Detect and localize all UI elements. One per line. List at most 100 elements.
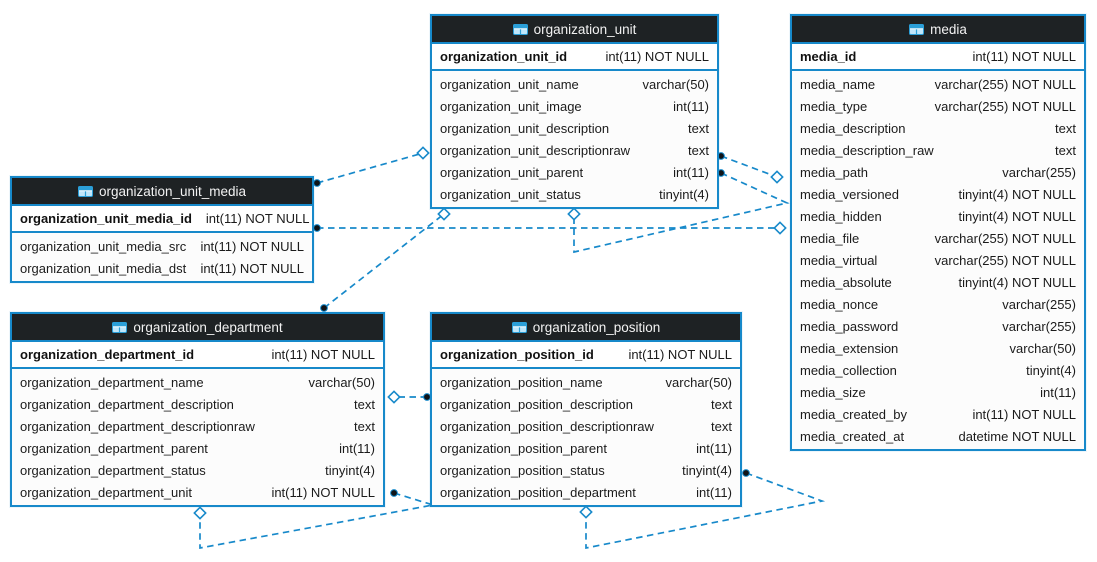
column-row[interactable]: media_versioned tinyint(4) NOT NULL: [792, 183, 1084, 205]
pk-row[interactable]: organization_department_id int(11) NOT N…: [12, 342, 383, 369]
pk-column-type: int(11) NOT NULL: [628, 347, 732, 362]
table-header[interactable]: organization_unit_media: [12, 178, 312, 206]
column-type: varchar(255) NOT NULL: [934, 252, 1076, 268]
column-row[interactable]: organization_unit_name varchar(50): [432, 73, 717, 95]
table-organization_position[interactable]: organization_position organization_posit…: [430, 312, 742, 507]
column-name: media_description_raw: [800, 142, 934, 158]
column-name: media_password: [800, 318, 899, 334]
column-row[interactable]: organization_unit_media_src int(11) NOT N…: [12, 235, 312, 257]
column-type: int(11) NOT NULL: [200, 238, 304, 254]
column-type: text: [711, 396, 732, 412]
rel-organization-unit-to-media[interactable]: [720, 155, 778, 178]
column-name: organization_unit_name: [440, 76, 579, 92]
column-type: text: [354, 418, 375, 434]
column-type: varchar(255) NOT NULL: [934, 76, 1076, 92]
column-name: organization_position_descriptionraw: [440, 418, 654, 434]
rel-organization-unit-self-parent[interactable]: [573, 172, 790, 254]
column-name: media_type: [800, 98, 868, 114]
column-type: varchar(50): [1009, 340, 1076, 356]
table-header[interactable]: media: [792, 16, 1084, 44]
rel-department-to-organization-unit[interactable]: [323, 213, 445, 309]
table-title: organization_unit_media: [98, 183, 247, 199]
column-type: text: [1055, 120, 1076, 136]
table-icon: [511, 321, 527, 333]
column-name: media_versioned: [800, 186, 900, 202]
pk-column-name: media_id: [800, 49, 857, 64]
rel-department-self-parent[interactable]: [199, 492, 434, 550]
column-name: organization_unit_image: [440, 98, 582, 114]
column-name: organization_unit_parent: [440, 164, 584, 180]
pk-column-type: int(11) NOT NULL: [271, 347, 375, 362]
column-name: organization_unit_media_src: [20, 238, 187, 254]
column-name: media_created_at: [800, 428, 905, 444]
table-media[interactable]: media media_id int(11) NOT NULL media_na…: [790, 14, 1086, 451]
pk-row[interactable]: organization_position_id int(11) NOT NUL…: [432, 342, 740, 369]
column-name: organization_unit_status: [440, 186, 581, 202]
column-type: tinyint(4) NOT NULL: [958, 274, 1076, 290]
table-header[interactable]: organization_position: [432, 314, 740, 342]
column-type: tinyint(4): [682, 462, 732, 478]
column-name: organization_position_status: [440, 462, 605, 478]
table-organization_unit[interactable]: organization_unit organization_unit_id i…: [430, 14, 719, 209]
table-title: organization_unit: [533, 21, 637, 37]
column-name: organization_department_description: [20, 396, 234, 412]
pk-row[interactable]: organization_unit_media_id int(11) NOT N…: [12, 206, 312, 233]
column-name: media_created_by: [800, 406, 907, 422]
pk-row[interactable]: organization_unit_id int(11) NOT NULL: [432, 44, 717, 71]
pk-column-name: organization_department_id: [20, 347, 195, 362]
rel-position-self-parent[interactable]: [585, 472, 826, 550]
table-title: organization_department: [133, 319, 283, 335]
column-name: organization_department_parent: [20, 440, 208, 456]
column-type: int(11) NOT NULL: [271, 484, 375, 500]
column-name: media_file: [800, 230, 860, 246]
table-header[interactable]: organization_department: [12, 314, 383, 342]
pk-row[interactable]: media_id int(11) NOT NULL: [792, 44, 1084, 71]
table-header[interactable]: organization_unit: [432, 16, 717, 44]
table-organization_unit_media[interactable]: organization_unit_media organization_uni…: [10, 176, 314, 283]
column-name: organization_position_name: [440, 374, 603, 390]
column-type: tinyint(4): [1026, 362, 1076, 378]
column-row[interactable]: organization_position_status tinyint(4): [432, 459, 740, 481]
table-organization_department[interactable]: organization_department organization_dep…: [10, 312, 385, 507]
column-row[interactable]: organization_unit_image int(11): [432, 95, 717, 117]
rel-unit-media-to-organization-unit[interactable]: [316, 152, 424, 184]
column-type: tinyint(4) NOT NULL: [958, 186, 1076, 202]
column-type: varchar(50): [642, 76, 709, 92]
column-name: organization_unit_descriptionraw: [440, 142, 631, 158]
column-type: int(11): [673, 98, 709, 114]
